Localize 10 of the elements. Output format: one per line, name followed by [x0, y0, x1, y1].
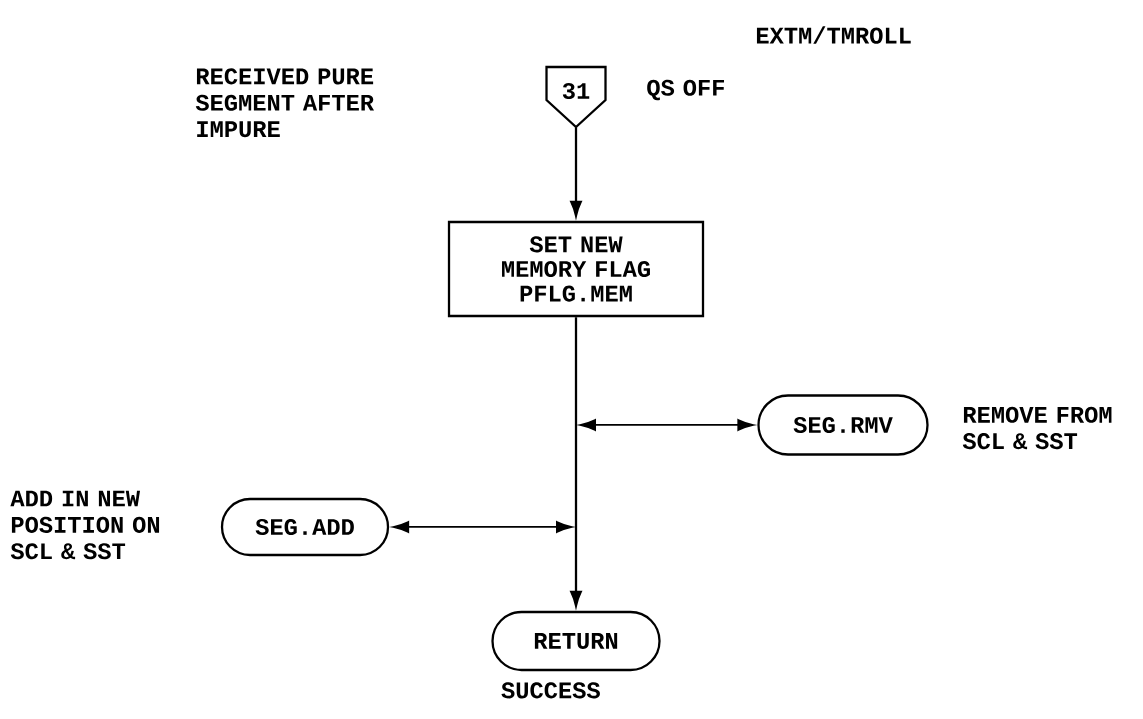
note-text: QS OFF — [647, 79, 724, 101]
note-text: SUCCESS — [501, 682, 600, 699]
note-text: REMOVE FROM SCL & SST — [962, 406, 1112, 450]
process-box: SET NEW MEMORY FLAG PFLG.MEM — [447, 220, 705, 318]
note-text: RECEIVED PURE SEGMENT AFTER IMPURE — [195, 68, 375, 138]
arrow — [579, 419, 755, 431]
note-text: ADD IN NEW POSITION ON SCL & SST — [10, 490, 160, 560]
offpage-connector: 31 — [545, 65, 607, 129]
title: EXTM/TMROLL — [756, 26, 911, 44]
arrow — [392, 521, 573, 533]
